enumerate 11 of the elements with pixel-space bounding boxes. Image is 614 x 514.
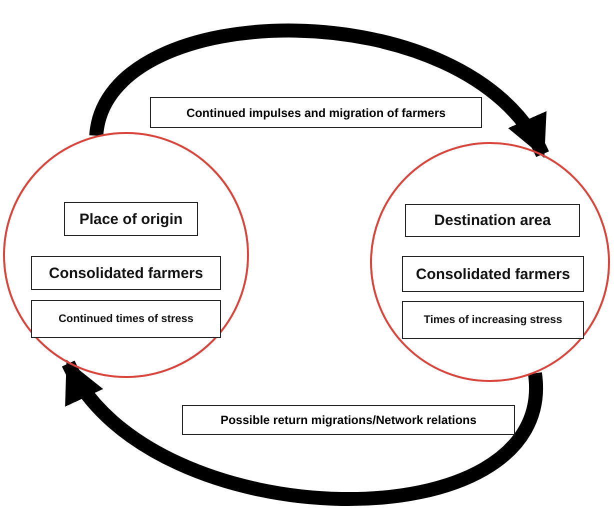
edge-label: Continued impulses and migration of farmers: [150, 97, 482, 128]
region-circle: [3, 132, 249, 378]
text-box: Place of origin: [64, 202, 198, 236]
curved-arrow: [62, 360, 542, 506]
text-box: Destination area: [405, 204, 580, 237]
text-box: Consolidated farmers: [402, 256, 584, 292]
text-box: Consolidated farmers: [31, 256, 221, 290]
edge-label: Possible return migrations/Network relations: [182, 405, 515, 435]
region-circle: [370, 142, 610, 382]
text-box: Times of increasing stress: [402, 301, 584, 339]
text-box: Continued times of stress: [31, 300, 221, 338]
